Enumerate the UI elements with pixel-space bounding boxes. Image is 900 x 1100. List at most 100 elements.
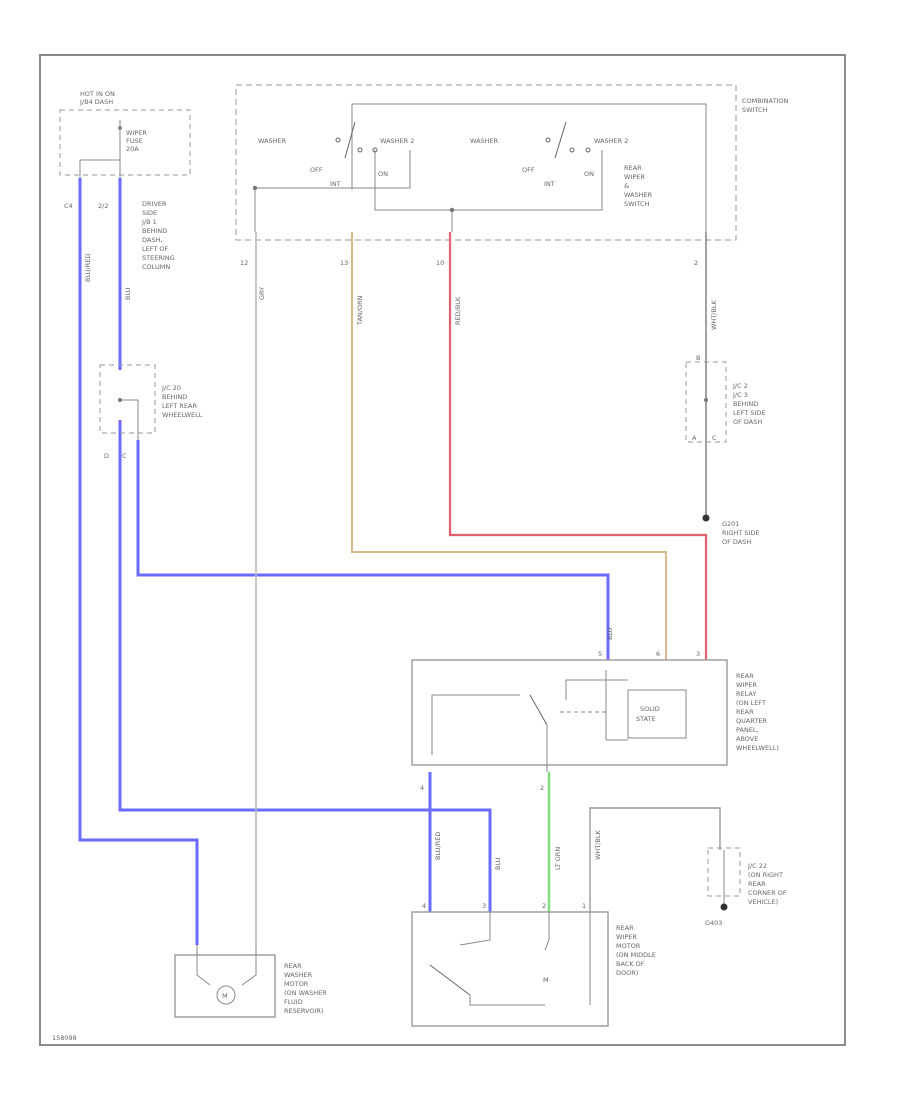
right-switch-blade [554,121,567,159]
hot-label: HOT IN ON [80,90,115,98]
wire-label: BLU/RED [84,254,92,282]
jc20-label: BEHIND [162,393,187,401]
fuse-pin-22: 2/2 [98,202,108,210]
relay-pin: 6 [656,650,660,658]
right-on-label: ON [584,170,594,178]
switch-sub-label: SWITCH [624,200,650,208]
wiper-motor-outline [411,911,609,1027]
left-on-label: ON [378,170,388,178]
fuse-line-2: FUSE [126,137,143,145]
wire-label: LT GRN [554,847,562,870]
jc22: J/C 22 (ON RIGHT REAR CORNER OF VEHICLE)… [705,847,787,927]
wiper-motor-label: MOTOR [616,942,641,950]
fuse-line-3: 20A [126,145,139,153]
g403-label: G403 [705,919,722,927]
jb-note-line: BEHIND [142,227,167,235]
wiper-motor-internal [469,995,545,1006]
jb-note-line: COLUMN [142,263,170,271]
jc20-label: WHEELWELL [162,411,203,419]
rear-washer-motor: M REAR WASHER MOTOR (ON WASHER FLUID RES… [174,945,327,1018]
jc2-label: BEHIND [733,400,758,408]
jc20-pin: D [104,452,109,460]
jc20: J/C 20 BEHIND LEFT REAR WHEELWELL D C [99,364,203,460]
relay-label: ABOVE [736,735,758,743]
combination-switch-title: SWITCH [742,106,768,114]
washer-motor-symbol: M [222,992,228,1000]
relay-box-label: STATE [636,715,656,723]
wiper-motor-pin: 4 [422,902,426,910]
washer-motor-lead [196,945,211,986]
jb-note-line: J/B 1 [141,218,157,226]
washer-motor-label: REAR [284,962,302,970]
combination-switch-outline [235,84,737,241]
washer-motor-label: WASHER [284,971,313,979]
jc2-label: J/C 2 [732,382,748,390]
wiper-motor-label: REAR [616,924,634,932]
right-washer2-label: WASHER 2 [594,137,628,145]
switch-pin-10: 10 [436,259,444,267]
jb-note: DRIVER SIDE J/B 1 BEHIND DASH, LEFT OF S… [141,200,175,271]
left-contact [335,137,341,143]
jb-location: J/B4 DASH [79,98,113,106]
rear-wiper-relay: SOLID STATE REAR WIPER RELAY (ON LEFT RE… [411,650,779,792]
switch-junction [252,185,258,191]
washer-motor-lead [241,945,257,986]
jc20-pin: C [122,452,127,460]
switch-common-line [374,150,603,211]
g201-label: RIGHT SIDE [722,529,760,537]
jc22-label: REAR [748,880,766,888]
relay-label: WIPER [736,681,757,689]
g201-label: OF DASH [722,538,751,546]
wire-label: BLU [124,287,132,300]
wire-label: TAN/ORN [356,295,364,326]
wire-blu-red-washer [78,178,199,945]
wire-label: BLU [494,857,502,870]
right-off-label: OFF [522,166,535,174]
wiper-motor-pin: 3 [482,902,486,910]
ground-g201-icon [702,514,710,522]
jc20-outline [99,364,156,434]
relay-outline [411,659,728,766]
switch-sub-label: & [624,182,629,190]
jc2-label: LEFT SIDE [733,409,766,417]
jc22-label: CORNER OF [748,889,787,897]
wire-label: RED/BLK [454,296,462,325]
diagram-code: 158098 [52,1034,77,1042]
relay-solid-state-box [627,689,687,739]
right-washer-label: WASHER [470,137,499,145]
relay-contact-blade [529,694,548,726]
ground-g201: G201 RIGHT SIDE OF DASH [722,520,760,546]
wiper-motor-label: DOOR) [616,969,638,977]
washer-motor-outline [174,954,276,1018]
wire-tan-orn [351,232,667,660]
jc2-outline [685,361,727,443]
wire-red-blk [448,232,708,660]
jc20-junction [118,398,122,402]
relay-internal-line [431,694,520,755]
jc2: J/C 2 J/C 3 BEHIND LEFT SIDE OF DASH B A… [685,354,766,443]
washer-motor-label: FLUID [284,998,303,1006]
wiper-motor-switch [429,964,471,996]
jc22-label: J/C 22 [747,862,767,870]
relay-label: REAR [736,708,754,716]
relay-label: REAR [736,672,754,680]
fuse-pin-c4: C4 [64,202,73,210]
washer-motor-label: (ON WASHER [284,989,327,997]
switch-sub-label: REAR [624,164,642,172]
wire-label: GRY [258,287,266,300]
jc2-pin: C [712,434,717,442]
jc22-label: (ON RIGHT [748,871,783,879]
washer-motor-label: MOTOR [284,980,309,988]
left-washer2-label: WASHER 2 [380,137,414,145]
wire-blu-jc20-wiper [118,420,492,912]
wire-label: WHT/BLK [710,299,718,330]
jb-note-line: DRIVER [142,200,167,208]
jc2-pin: A [692,434,697,442]
left-off-label: OFF [310,166,323,174]
fuse-line-1: WIPER [126,129,147,137]
jc2-label: OF DASH [733,418,762,426]
g201-label: G201 [722,520,739,528]
left-contact [357,147,363,153]
wiper-motor-lead [459,912,491,946]
